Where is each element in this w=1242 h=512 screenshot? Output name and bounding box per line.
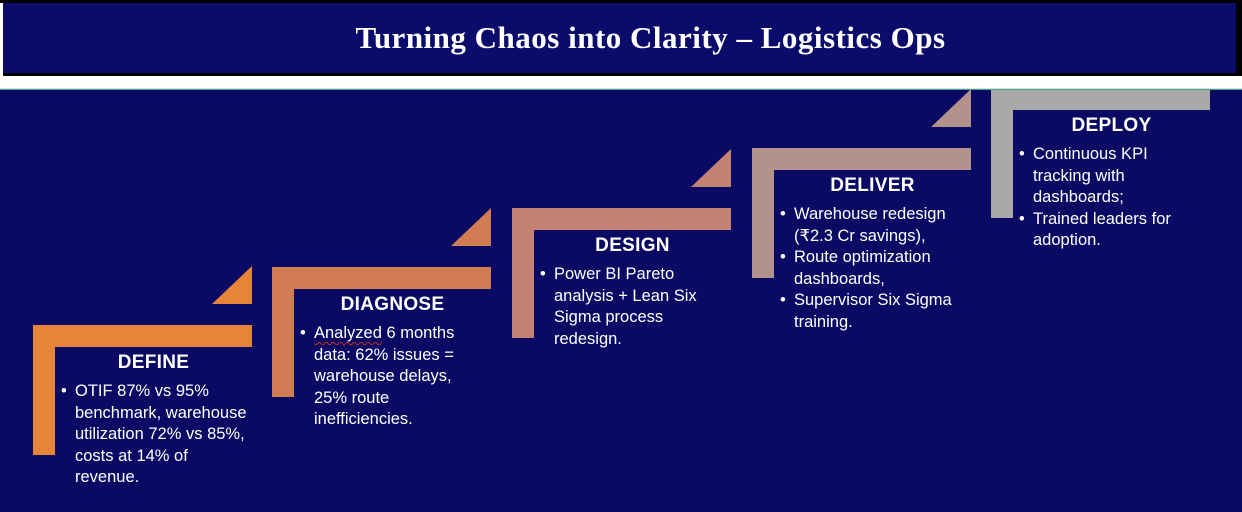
- bullet-text: Analyzed 6 months data: 62% issues = war…: [314, 323, 486, 431]
- bullet-text: Power BI Pareto analysis + Lean Six Sigm…: [554, 264, 726, 350]
- step-up-triangle: [451, 208, 491, 246]
- step-bullet-list: • Power BI Pareto analysis + Lean Six Sig…: [534, 264, 731, 350]
- bullet-dot: •: [61, 382, 67, 400]
- misspelled-word: Analyzed: [314, 324, 382, 342]
- step-title: DELIVER: [830, 175, 915, 196]
- slide-title: Turning Chaos into Clarity – Logistics O…: [355, 20, 946, 55]
- step-title: DEPLOY: [1071, 115, 1152, 136]
- bullet-text: Route optimization dashboards,: [794, 247, 966, 290]
- bullet-dot: •: [540, 265, 546, 283]
- bullet-text-segment: Warehouse redesign (₹2.3 Cr savings),: [794, 205, 946, 245]
- elbow-horizontal-bar: [512, 208, 731, 230]
- bullet-text: Supervisor Six Sigma training.: [794, 290, 966, 333]
- elbow-horizontal-bar: [752, 148, 971, 170]
- bullet-text-segment: OTIF 87% vs 95% benchmark, warehouse uti…: [75, 382, 247, 486]
- bullet-text-segment: Route optimization dashboards,: [794, 248, 931, 288]
- step-title: DIAGNOSE: [340, 294, 445, 315]
- bullet-dot: •: [1019, 209, 1025, 228]
- title-header: Turning Chaos into Clarity – Logistics O…: [0, 0, 1242, 88]
- step-bullet: • Power BI Pareto analysis + Lean Six Sig…: [540, 264, 731, 350]
- step-bullet: • Supervisor Six Sigma training.: [780, 290, 971, 333]
- bullet-dot: •: [780, 205, 786, 223]
- elbow-vertical-bar: [991, 88, 1013, 218]
- green-accent-rule: [0, 88, 1242, 90]
- bullet-text: Trained leaders for adoption.: [1033, 209, 1205, 252]
- step-bullet: • Warehouse redesign (₹2.3 Cr savings),: [780, 204, 971, 247]
- step-title: DEFINE: [117, 352, 190, 373]
- bullet-text: Continuous KPI tracking with dashboards;: [1033, 144, 1205, 209]
- step-bullet-list: • Continuous KPI tracking with dashboards…: [1013, 144, 1210, 252]
- step-up-triangle: [691, 149, 731, 187]
- bullet-dot: •: [1019, 145, 1025, 163]
- bullet-dot: •: [780, 291, 786, 309]
- step-bullet: • Continuous KPI tracking with dashboards…: [1019, 144, 1210, 209]
- bullet-text-segment: Supervisor Six Sigma training.: [794, 291, 952, 331]
- step-bullet: • Trained leaders for adoption.: [1019, 209, 1210, 252]
- bullet-dot: •: [780, 248, 786, 266]
- step-bullet: • OTIF 87% vs 95% benchmark, warehouse ut…: [61, 381, 252, 489]
- bullet-text-segment: Continuous KPI tracking with dashboards;: [1033, 145, 1148, 206]
- step-bullet: • Analyzed 6 months data: 62% issues = wa…: [300, 323, 491, 431]
- elbow-vertical-bar: [272, 267, 294, 397]
- step-textblock: DELIVER • Warehouse redesign (₹2.3 Cr savi…: [774, 174, 971, 333]
- step-bullet-list: • Warehouse redesign (₹2.3 Cr savings), • R…: [774, 204, 971, 333]
- bullet-text-segment: Trained leaders for adoption.: [1033, 209, 1171, 250]
- step-bullet-list: • OTIF 87% vs 95% benchmark, warehouse ut…: [55, 381, 252, 489]
- bullet-text-segment: Power BI Pareto analysis + Lean Six Sigm…: [554, 265, 697, 348]
- elbow-horizontal-bar: [991, 88, 1210, 110]
- step-up-triangle: [212, 266, 252, 304]
- bullet-dot: •: [300, 324, 306, 342]
- bullet-text-segment: 6 months data: 62% issues = warehouse de…: [314, 324, 455, 428]
- step-textblock: DIAGNOSE • Analyzed 6 months data: 62% iss…: [294, 293, 491, 431]
- step-title: DESIGN: [595, 235, 670, 256]
- step-textblock: DEPLOY • Continuous KPI tracking with dash…: [1013, 114, 1210, 252]
- step-textblock: DESIGN • Power BI Pareto analysis + Lean S…: [534, 234, 731, 350]
- bullet-text: OTIF 87% vs 95% benchmark, warehouse uti…: [75, 381, 247, 489]
- elbow-vertical-bar: [512, 208, 534, 338]
- step-bullet-list: • Analyzed 6 months data: 62% issues = wa…: [294, 323, 491, 431]
- step-up-triangle: [931, 89, 971, 127]
- elbow-horizontal-bar: [272, 267, 491, 289]
- elbow-vertical-bar: [752, 148, 774, 278]
- step-bullet: • Route optimization dashboards,: [780, 247, 971, 290]
- bullet-text: Warehouse redesign (₹2.3 Cr savings),: [794, 204, 966, 247]
- title-band: Turning Chaos into Clarity – Logistics O…: [3, 3, 1242, 76]
- step-textblock: DEFINE • OTIF 87% vs 95% benchmark, wareho…: [55, 351, 252, 489]
- elbow-vertical-bar: [33, 325, 55, 455]
- top-border-rule: [0, 0, 1242, 3]
- elbow-horizontal-bar: [33, 325, 252, 347]
